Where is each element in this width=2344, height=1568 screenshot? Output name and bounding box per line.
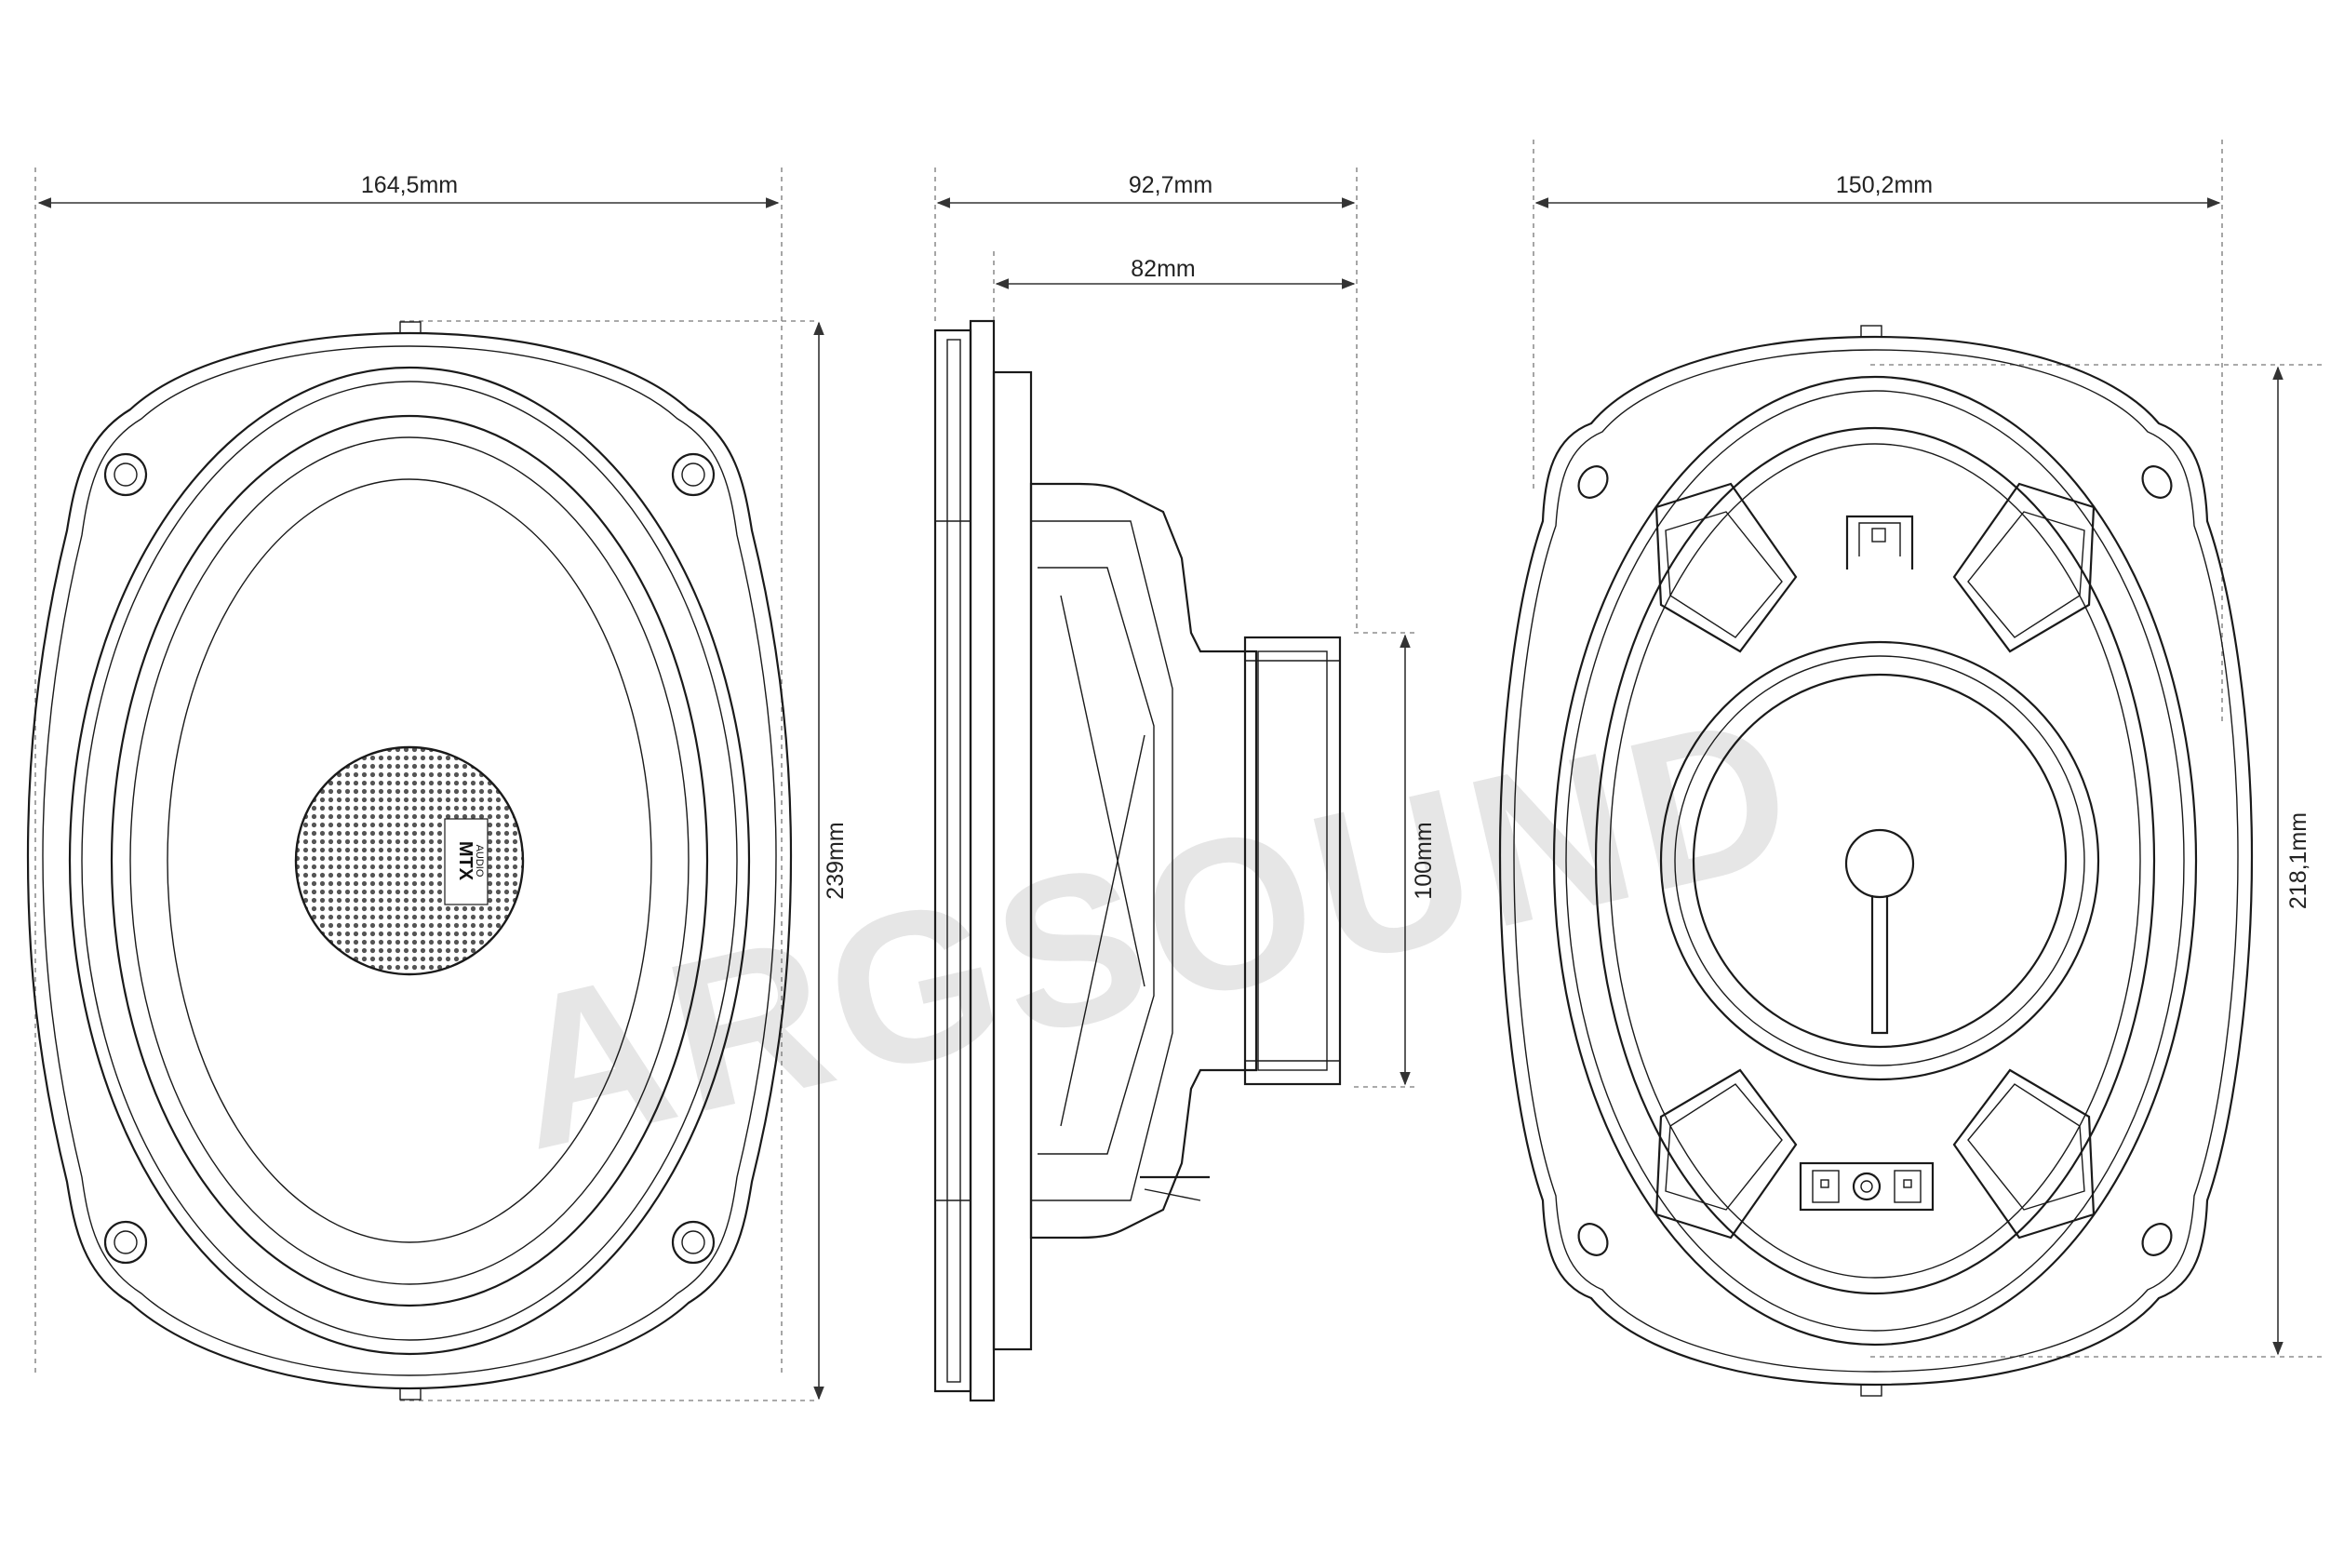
terminal-block [1799,1161,1935,1212]
rear-mount-hole-tl [1577,465,1609,499]
rear-height-label: 218,1mm [2285,812,2311,909]
rear-mount-hole-bl [1577,1223,1609,1256]
rear-view: 150,2mm 218,1mm [1498,140,2326,1397]
front-mount-hole-bl [103,1220,148,1265]
rear-mount-hole-br [2141,1223,2173,1256]
tweeter: MTX AUDIO [294,745,525,976]
rear-pole-vent [1844,828,1915,899]
magnet-diameter-label: 100mm [1411,822,1437,899]
magnet [1243,636,1342,1086]
rear-magnet [1659,640,2100,1081]
tweeter-logo-bottom: AUDIO [474,845,485,878]
front-mount-hole-tr [671,452,716,497]
basket-side-profile [1029,482,1258,1240]
front-height-label: 239mm [823,822,849,899]
side-view: 92,7mm 82mm 100mm [933,168,1437,1402]
front-width-label: 164,5mm [361,172,458,198]
tweeter-logo-top: MTX [455,841,475,881]
front-mount-hole-br [671,1220,716,1265]
basket-spokes [1654,482,2096,1240]
side-depth-basket-label: 82mm [1131,256,1195,282]
rear-width-label: 150,2mm [1836,172,1933,198]
front-mount-hole-tl [103,452,148,497]
side-depth-total-label: 92,7mm [1129,172,1212,198]
rear-mount-hole-tr [2141,465,2173,499]
front-view: 164,5mm 239mm MTX AUDIO [26,168,849,1401]
